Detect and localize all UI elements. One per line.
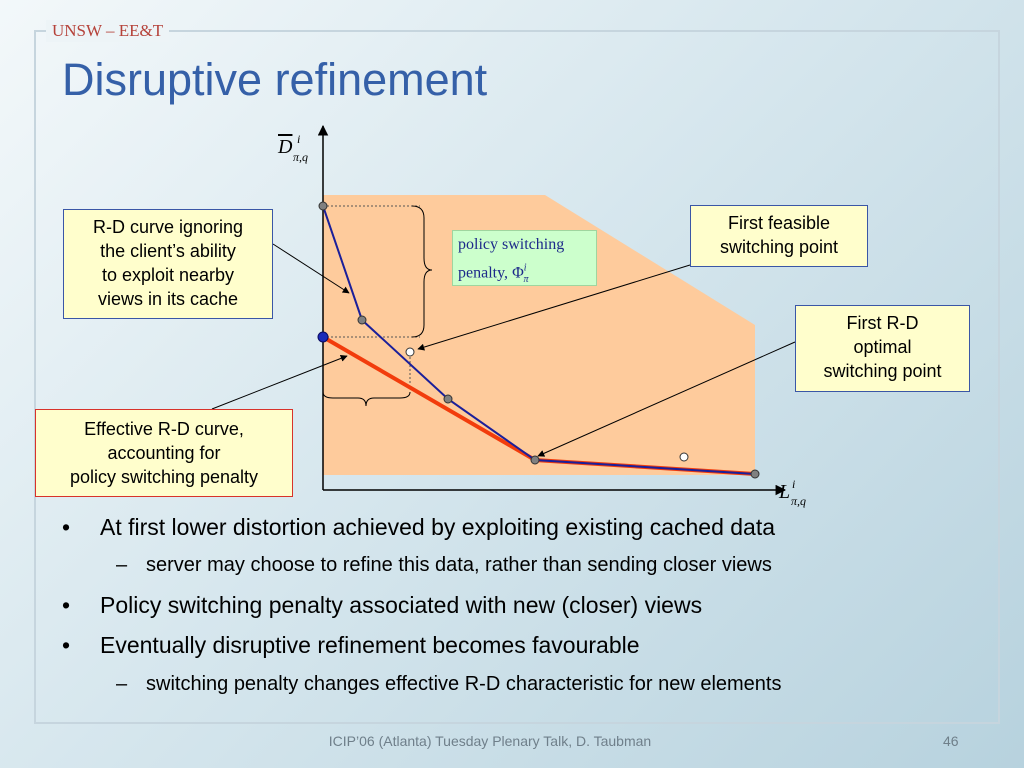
- callout-effective-rd: Effective R-D curve, accounting for poli…: [35, 409, 293, 497]
- candidate-point-open: [405, 347, 415, 357]
- callout-first-optimal: First R-D optimal switching point: [795, 305, 970, 392]
- rd-point: [357, 315, 367, 325]
- sub-bullet-item: – server may choose to refine this data,…: [116, 554, 772, 576]
- rd-point: [750, 469, 760, 479]
- callout-first-feasible: First feasible switching point: [690, 205, 868, 267]
- vertical-brace: [411, 205, 433, 338]
- sub-bullet-item: – switching penalty changes effective R-…: [116, 673, 782, 695]
- slide-title: Disruptive refinement: [62, 54, 488, 105]
- bullet-item: • At first lower distortion achieved by …: [62, 514, 776, 540]
- arrow-first-optimal: [537, 341, 796, 457]
- penalty-line-2: penalty, Φiπ: [458, 263, 529, 285]
- header-tag: UNSW – EE&T: [46, 20, 170, 42]
- feasible-region: [323, 195, 755, 475]
- page-number: 46: [943, 733, 959, 749]
- arrow-first-feasible: [417, 264, 691, 351]
- rd-point: [318, 201, 328, 211]
- y-axis-label: D i π,q: [278, 132, 309, 164]
- bullet-item: • Eventually disruptive refinement becom…: [62, 632, 640, 658]
- arrow-rd-ignoring: [272, 243, 350, 294]
- callout-rd-ignoring: R-D curve ignoring the client’s ability …: [63, 209, 273, 319]
- footer-text: ICIP’06 (Atlanta) Tuesday Plenary Talk, …: [328, 733, 652, 749]
- rd-point: [443, 394, 453, 404]
- bullet-item: • Policy switching penalty associated wi…: [62, 592, 703, 618]
- arrow-effective: [211, 355, 348, 410]
- phi-symbol: Φ: [512, 264, 524, 282]
- penalty-line-1: policy switching: [458, 236, 565, 253]
- rd-point: [530, 455, 540, 465]
- x-axis-label: L i π,q: [779, 477, 807, 508]
- policy-switching-penalty-box: policy switching penalty, Φiπ: [452, 230, 597, 286]
- candidate-point-open: [679, 452, 689, 462]
- slide-frame: [34, 30, 1000, 724]
- switching-start-point: [317, 331, 329, 343]
- horizontal-brace: [322, 391, 411, 407]
